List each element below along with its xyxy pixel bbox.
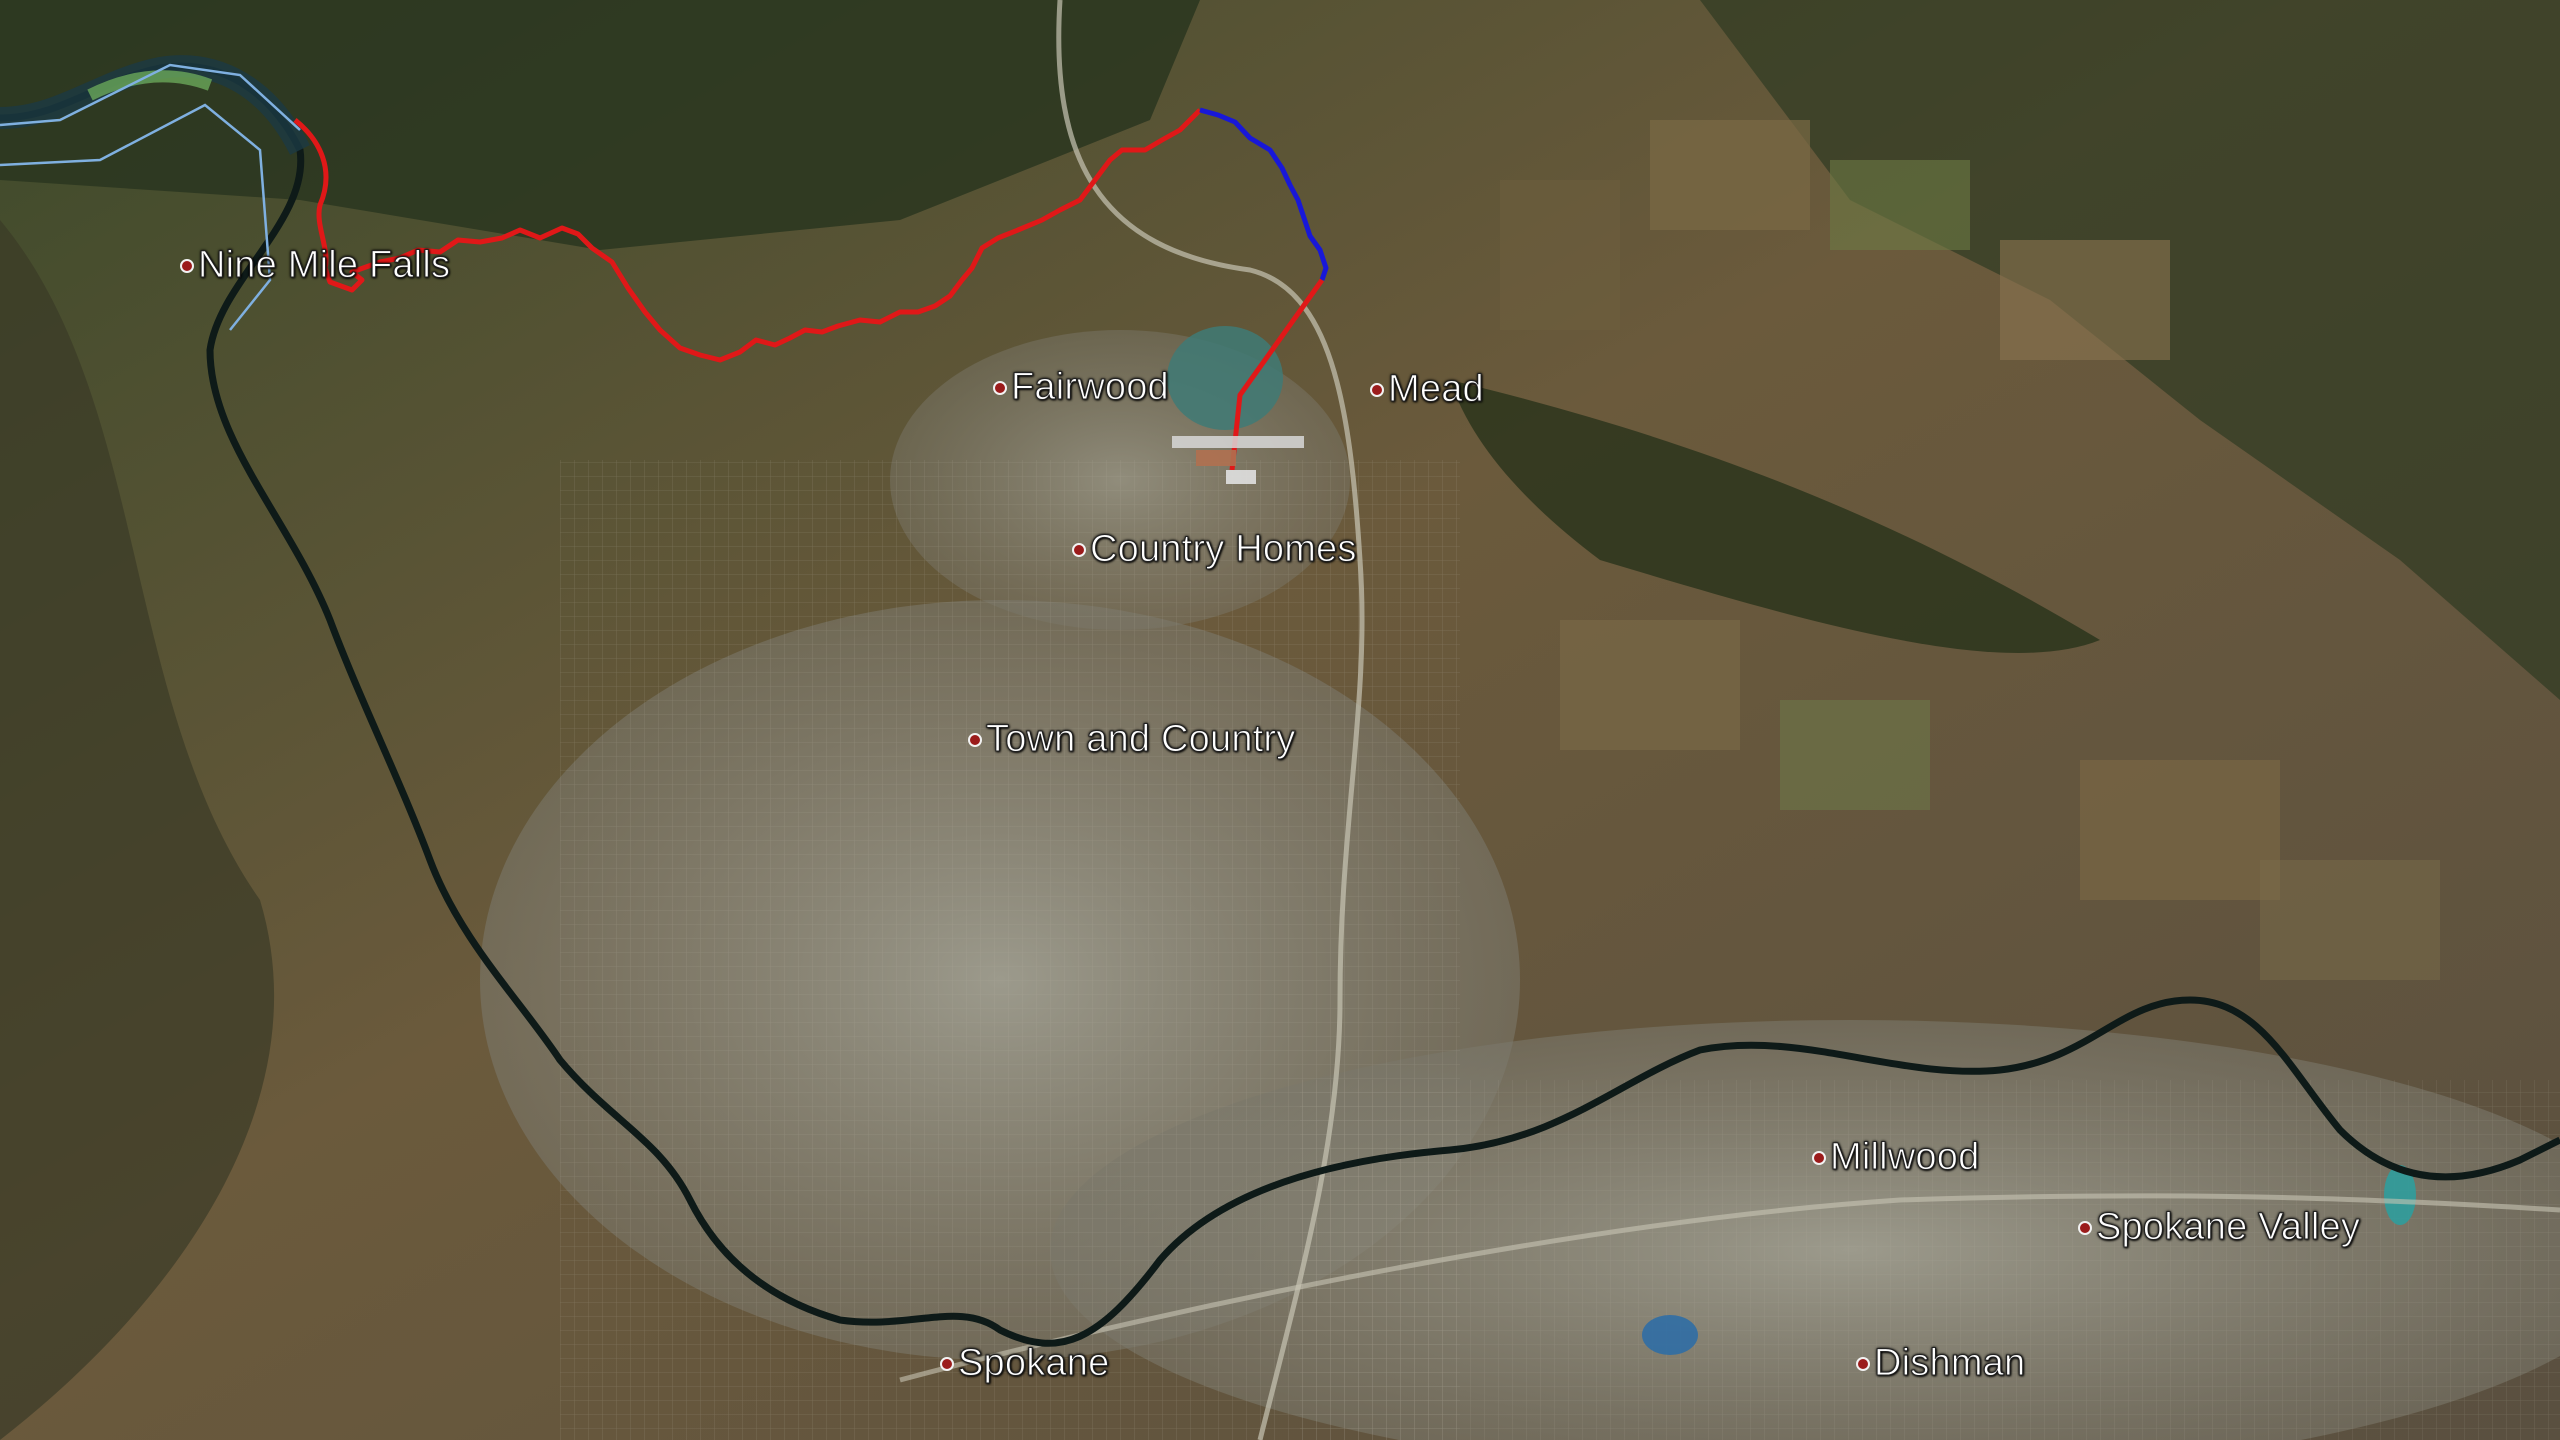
place-label: Spokane <box>957 1342 1110 1385</box>
place-marker-dishman[interactable]: Dishman <box>1856 1342 2026 1385</box>
place-marker-millwood[interactable]: Millwood <box>1812 1136 1980 1179</box>
place-marker-mead[interactable]: Mead <box>1370 368 1484 411</box>
location-pin-icon <box>940 1356 954 1371</box>
location-pin-icon <box>1370 382 1384 397</box>
boundary-line <box>0 103 272 331</box>
location-pin-icon <box>180 258 194 273</box>
spokane-river <box>0 62 2560 1347</box>
highway <box>1056 0 1365 1440</box>
location-pin-icon <box>1856 1356 1870 1371</box>
place-label: Millwood <box>1829 1136 1980 1179</box>
place-marker-country-homes[interactable]: Country Homes <box>1072 528 1357 571</box>
location-pin-icon <box>2078 1220 2092 1235</box>
trail-route-red <box>293 108 1202 363</box>
location-pin-icon <box>1072 542 1086 557</box>
place-label: Mead <box>1388 368 1485 411</box>
place-label: Town and Country <box>985 718 1296 761</box>
lake <box>1167 326 1283 430</box>
place-marker-fairwood[interactable]: Fairwood <box>993 366 1169 409</box>
place-label: Dishman <box>1873 1342 2026 1385</box>
place-label: Nine Mile Falls <box>197 244 451 287</box>
place-marker-town-and-country[interactable]: Town and Country <box>968 718 1296 761</box>
location-pin-icon <box>968 732 982 747</box>
place-label: Fairwood <box>1011 366 1170 409</box>
place-marker-nine-mile-falls[interactable]: Nine Mile Falls <box>180 244 450 287</box>
location-pin-icon <box>993 380 1007 395</box>
place-marker-spokane[interactable]: Spokane <box>940 1342 1110 1385</box>
trail-route-blue <box>1199 107 1329 281</box>
place-label: Spokane Valley <box>2095 1206 2361 1249</box>
place-marker-spokane-valley[interactable]: Spokane Valley <box>2078 1206 2360 1249</box>
place-label: Country Homes <box>1090 528 1357 571</box>
location-pin-icon <box>1812 1150 1826 1165</box>
forest-ravine <box>1450 380 2100 653</box>
forest-west <box>0 220 275 1440</box>
